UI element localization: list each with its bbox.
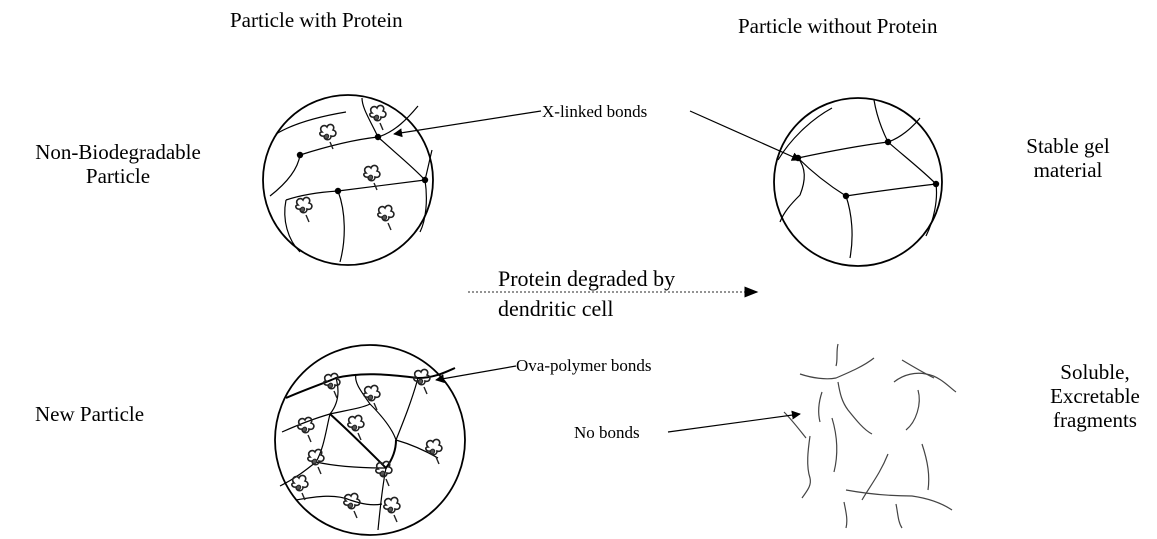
label-ova-polymer-bonds: Ova-polymer bonds bbox=[516, 356, 652, 375]
header-particle-without-protein: Particle without Protein bbox=[738, 14, 938, 38]
no-bonds-arrow bbox=[667, 410, 801, 433]
label-line: Non-Biodegradable bbox=[35, 140, 201, 164]
label-x-linked-bonds: X-linked bonds bbox=[542, 102, 648, 121]
xlinked-arrows bbox=[393, 110, 801, 161]
label-line: material bbox=[1033, 158, 1103, 182]
label-non-biodegradable-particle: Non-Biodegradable Particle bbox=[8, 140, 228, 188]
ova-bonds-arrow bbox=[435, 365, 517, 384]
label-stable-gel-material: Stable gel material bbox=[1008, 134, 1128, 182]
label-soluble-excretable-fragments: Soluble, Excretable fragments bbox=[1030, 360, 1157, 432]
label-line: Particle bbox=[85, 164, 151, 188]
label-line: Protein degraded by bbox=[498, 266, 676, 291]
label-line: Stable gel bbox=[1026, 134, 1110, 158]
label-new-particle: New Particle bbox=[35, 402, 145, 426]
soluble-fragments bbox=[783, 343, 957, 529]
label-protein-degraded: Protein degraded by dendritic cell bbox=[498, 264, 675, 324]
header-particle-with-protein: Particle with Protein bbox=[230, 8, 403, 32]
particle-without-protein bbox=[773, 97, 943, 267]
label-line: fragments bbox=[1053, 408, 1137, 432]
particle-with-protein-crosslinked bbox=[262, 94, 434, 266]
label-line: dendritic cell bbox=[498, 296, 614, 321]
new-particle-ova-bonds bbox=[274, 344, 466, 536]
label-line: Soluble, bbox=[1060, 360, 1130, 384]
label-no-bonds: No bonds bbox=[574, 423, 640, 442]
label-line: Excretable bbox=[1050, 384, 1140, 408]
